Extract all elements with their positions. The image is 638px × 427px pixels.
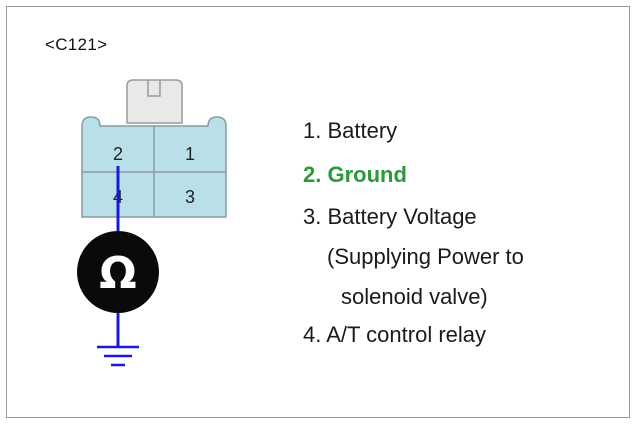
connector-latch	[126, 79, 183, 124]
legend-item-control-relay: 4. A/T control relay	[303, 322, 487, 347]
ohmmeter: Ω	[77, 231, 159, 313]
pin-3-label: 3	[185, 187, 195, 207]
ground-icon	[97, 345, 139, 367]
connector-body	[81, 116, 227, 218]
connector-id-label: <C121>	[45, 35, 108, 54]
legend-item-ground: 2. Ground	[303, 162, 407, 187]
legend-item-battery: 1. Battery	[303, 118, 398, 143]
ohm-icon: Ω	[99, 248, 136, 299]
pin-2-label: 2	[113, 144, 123, 164]
legend-item-note-line-2: solenoid valve)	[341, 284, 488, 309]
ohmmeter-body	[77, 231, 159, 313]
pin-1-label: 1	[185, 144, 195, 164]
legend-item-battery-voltage: 3. Battery Voltage	[303, 204, 477, 229]
legend-item-note-line-1: (Supplying Power to	[327, 244, 524, 269]
